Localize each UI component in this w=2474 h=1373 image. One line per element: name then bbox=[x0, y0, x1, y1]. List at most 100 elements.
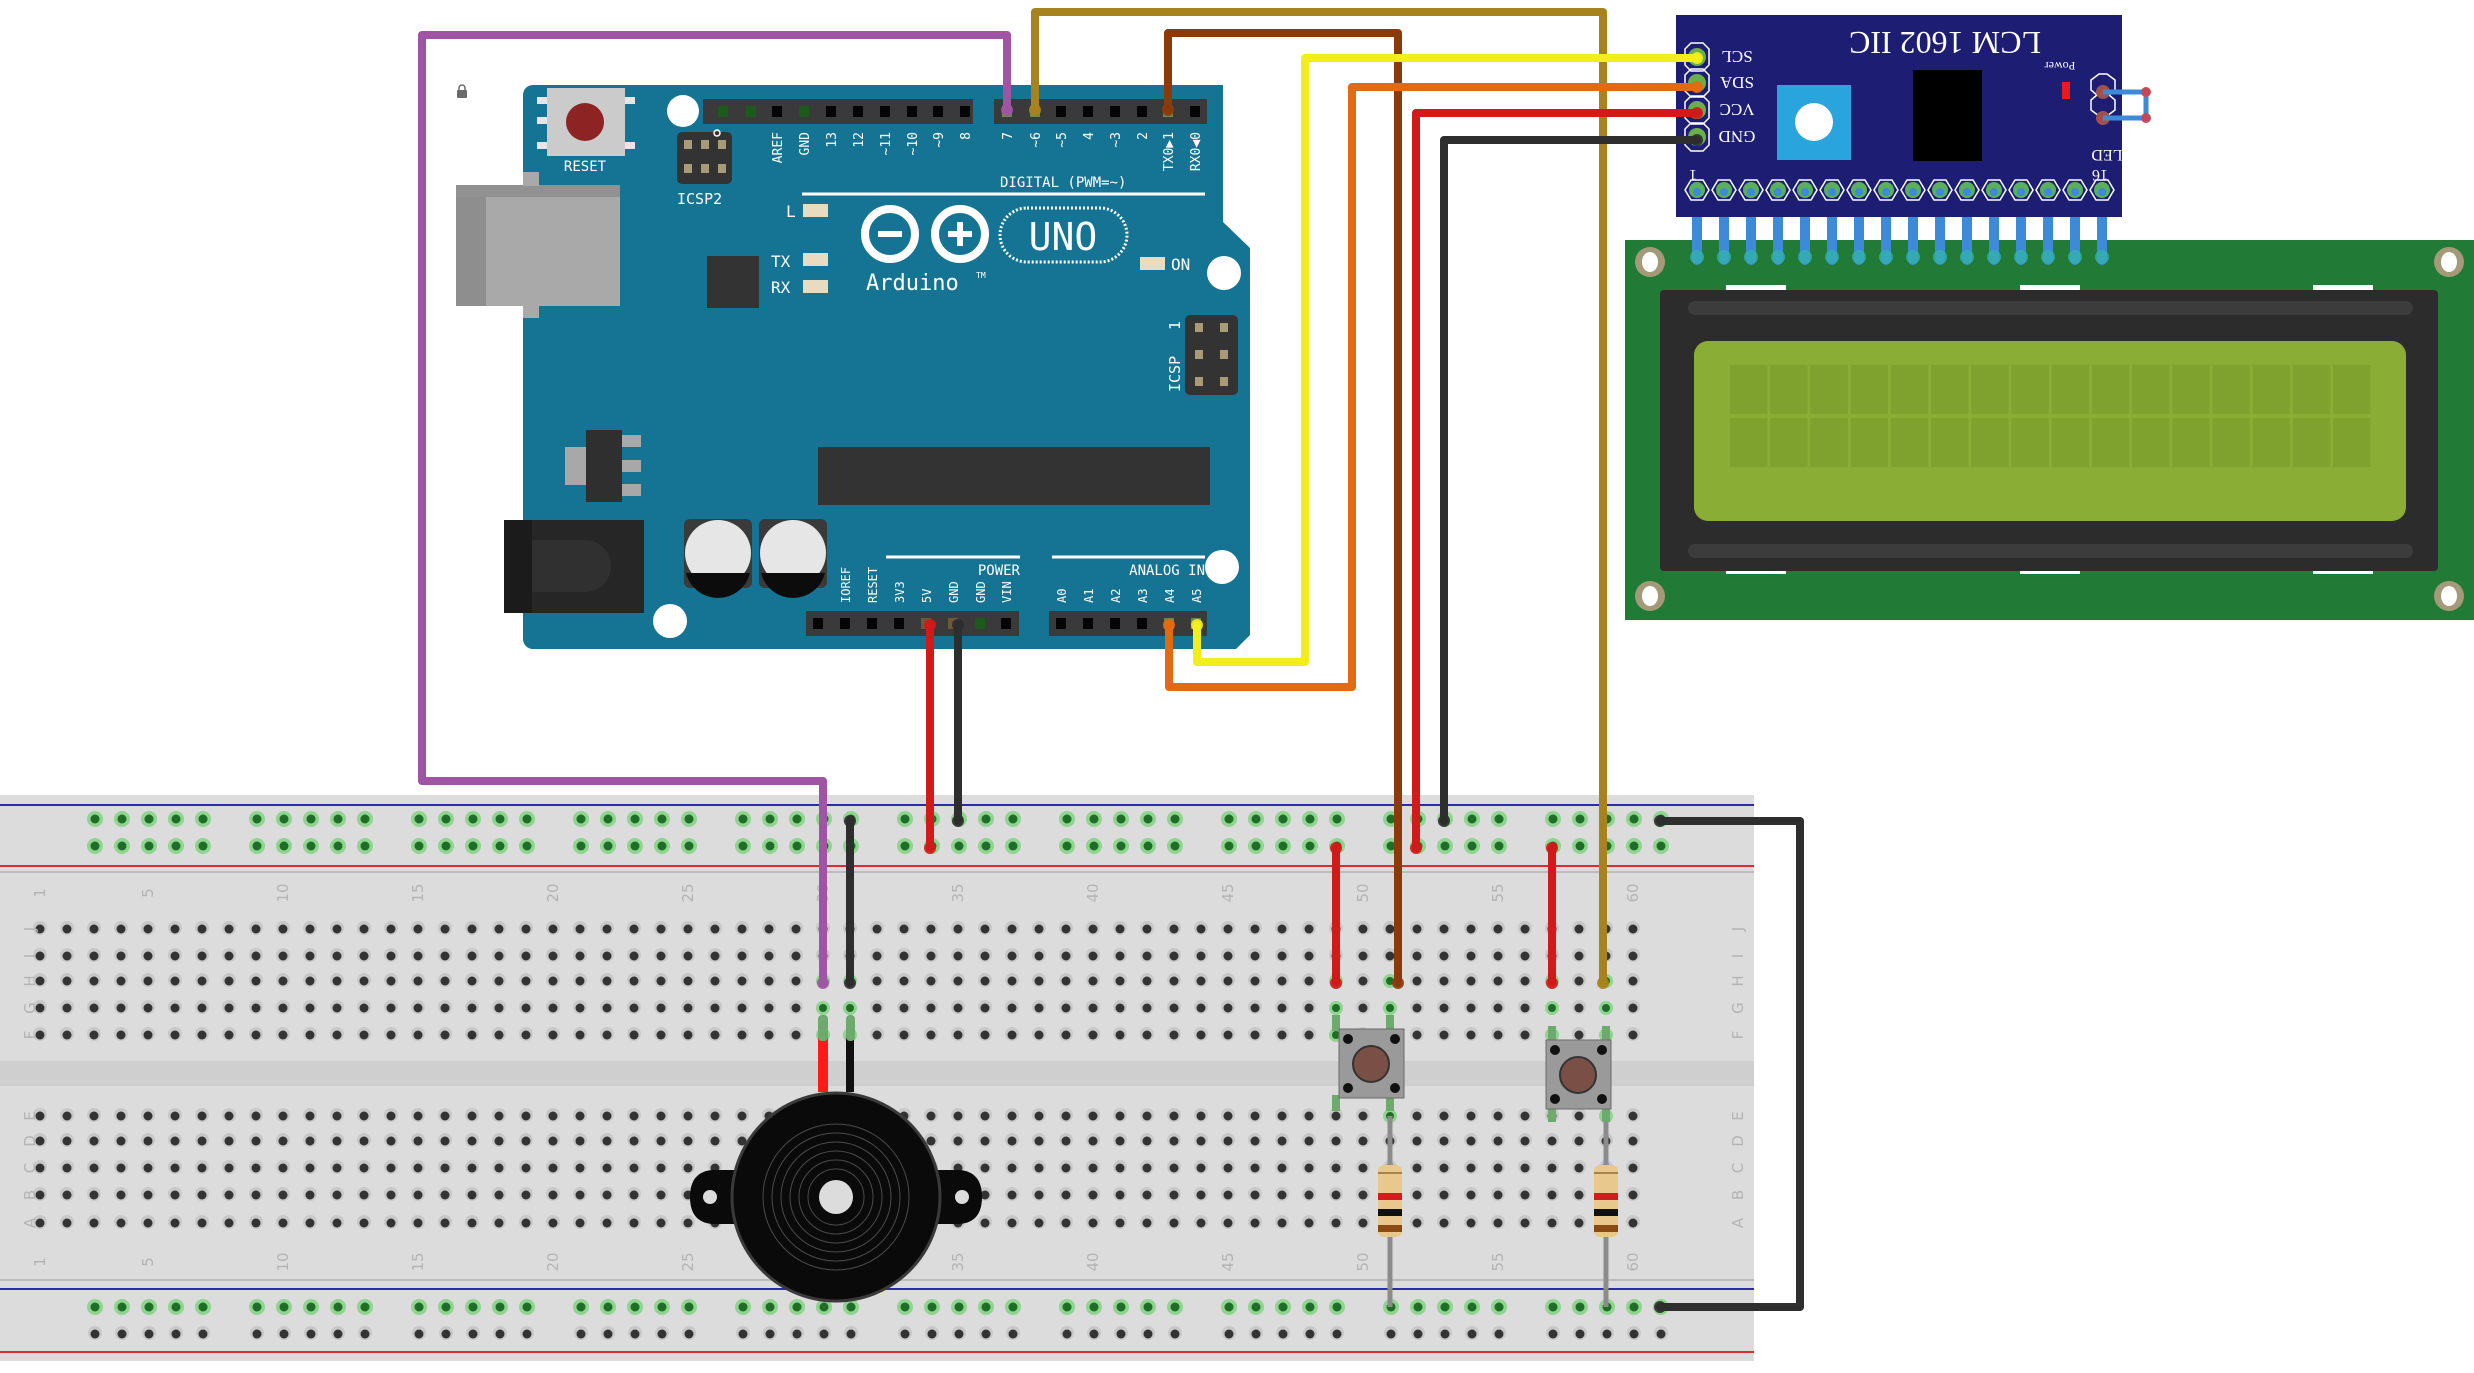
header-pin[interactable] bbox=[746, 106, 756, 117]
wire-path[interactable] bbox=[1193, 54, 1701, 666]
push-button[interactable] bbox=[1545, 1026, 1612, 1122]
red-5v-wire[interactable] bbox=[924, 619, 936, 854]
i2c-pin-label: GND bbox=[1719, 127, 1756, 146]
uno-badge: UNO bbox=[998, 206, 1129, 264]
header-pin[interactable] bbox=[933, 106, 943, 117]
row-letter-label: G bbox=[1729, 1002, 1747, 1014]
column-number-label: 5 bbox=[139, 888, 157, 898]
header-pin[interactable] bbox=[894, 618, 904, 629]
button-cap[interactable] bbox=[1352, 1045, 1390, 1083]
row-letter-label: D bbox=[1729, 1135, 1747, 1147]
header-pin[interactable] bbox=[907, 106, 917, 117]
header-pin[interactable] bbox=[1083, 618, 1093, 629]
mounting-hole bbox=[1635, 581, 1665, 611]
lcd-character-cell bbox=[2212, 418, 2250, 467]
wire-end bbox=[817, 977, 829, 989]
digital-pin-label: 4 bbox=[1082, 132, 1097, 140]
lcd-character-cell bbox=[2051, 418, 2090, 467]
digital-pin-label: GND bbox=[798, 132, 813, 156]
wire-path[interactable] bbox=[1031, 8, 1607, 987]
resistor-band bbox=[1378, 1225, 1402, 1232]
resistor-body bbox=[1594, 1165, 1618, 1237]
wire-path[interactable] bbox=[1656, 817, 1804, 1311]
resistor-band bbox=[1594, 1225, 1618, 1232]
wire-end bbox=[1691, 107, 1703, 119]
column-number-label: 55 bbox=[1489, 883, 1507, 902]
orange-wire[interactable] bbox=[1163, 81, 1703, 691]
lcd-character-cells bbox=[1730, 365, 2371, 467]
header-pin[interactable] bbox=[867, 618, 877, 629]
black-buzzer-wire[interactable] bbox=[844, 815, 856, 989]
header-pin[interactable] bbox=[1056, 106, 1066, 117]
wire-end bbox=[1654, 1301, 1666, 1313]
header-pin[interactable] bbox=[1056, 618, 1066, 629]
led-l bbox=[803, 204, 828, 217]
power-pin-label: 3V3 bbox=[893, 581, 907, 603]
wire-path[interactable] bbox=[1165, 83, 1701, 691]
mounting-hole bbox=[653, 604, 687, 638]
row-letter-label: J bbox=[21, 927, 39, 932]
mounting-hole bbox=[2434, 581, 2464, 611]
black-rail-bridge-wire[interactable] bbox=[1654, 815, 1804, 1313]
led-jumper-label: LED bbox=[2091, 146, 2122, 163]
header-pin[interactable] bbox=[1110, 618, 1120, 629]
wire-path[interactable] bbox=[1164, 29, 1402, 987]
digital-pin-label: AREF bbox=[771, 132, 786, 163]
microcontroller-chip bbox=[818, 447, 1210, 505]
header-pin[interactable] bbox=[718, 106, 728, 117]
header-pin[interactable] bbox=[799, 106, 809, 117]
wire-end bbox=[1330, 977, 1342, 989]
yellow-wire[interactable] bbox=[1191, 52, 1703, 666]
reset-button[interactable] bbox=[537, 88, 635, 156]
header-pin[interactable] bbox=[975, 618, 985, 629]
wire-path[interactable] bbox=[1412, 109, 1701, 852]
header-pin[interactable] bbox=[853, 106, 863, 117]
pin-16-label: 16 bbox=[2092, 166, 2108, 183]
row-letter-label: J bbox=[1729, 927, 1747, 932]
lcd-character-cell bbox=[1770, 365, 1808, 414]
i2c-title: LCM 1602 IIC bbox=[1849, 25, 2041, 61]
header-pin[interactable] bbox=[1137, 618, 1147, 629]
column-number-label: 60 bbox=[1624, 1252, 1642, 1271]
header-pin[interactable] bbox=[1083, 106, 1093, 117]
lock-icon bbox=[457, 84, 467, 98]
red-lcd-wire[interactable] bbox=[1410, 107, 1703, 854]
red-button2-wire[interactable] bbox=[1546, 842, 1558, 989]
header-pin[interactable] bbox=[826, 106, 836, 117]
push-button[interactable] bbox=[1332, 1015, 1405, 1111]
black-gnd-wire[interactable] bbox=[952, 619, 964, 827]
purple-wire[interactable] bbox=[418, 31, 1013, 989]
gold-wire[interactable] bbox=[1029, 8, 1609, 989]
breadboard-labels: 1155101015152020252530303535404045455050… bbox=[21, 883, 1747, 1271]
row-letter-label: A bbox=[21, 1217, 39, 1228]
column-number-label: 1 bbox=[31, 1257, 49, 1267]
lcd-character-cell bbox=[2091, 418, 2130, 467]
header-pin[interactable] bbox=[840, 618, 850, 629]
lcd-character-cell bbox=[1931, 418, 1969, 467]
column-number-label: 25 bbox=[679, 883, 697, 902]
button-cap[interactable] bbox=[1559, 1056, 1597, 1094]
wire-end bbox=[1438, 815, 1450, 827]
column-number-label: 35 bbox=[949, 883, 967, 902]
header-pin[interactable] bbox=[772, 106, 782, 117]
header-pin[interactable] bbox=[1190, 106, 1200, 117]
analog-header bbox=[1049, 611, 1207, 636]
brown-wire[interactable] bbox=[1162, 29, 1404, 989]
push-buttons bbox=[1332, 1015, 1612, 1122]
header-pin[interactable] bbox=[880, 106, 890, 117]
header-pin[interactable] bbox=[1110, 106, 1120, 117]
header-pin[interactable] bbox=[1137, 106, 1147, 117]
red-button1-wire[interactable] bbox=[1330, 842, 1342, 989]
wire-path[interactable] bbox=[1440, 136, 1701, 825]
power-jack bbox=[504, 520, 644, 613]
header-pin[interactable] bbox=[813, 618, 823, 629]
resistor bbox=[1378, 1116, 1402, 1307]
column-number-label: 1 bbox=[31, 888, 49, 898]
black-lcd-wire[interactable] bbox=[1438, 134, 1703, 827]
lcd-character-cell bbox=[2051, 365, 2090, 414]
digital-header-left bbox=[703, 99, 973, 124]
led-jumper[interactable] bbox=[2090, 73, 2151, 125]
header-pin[interactable] bbox=[1001, 618, 1011, 629]
wire-path[interactable] bbox=[418, 31, 1011, 987]
header-pin[interactable] bbox=[960, 106, 970, 117]
